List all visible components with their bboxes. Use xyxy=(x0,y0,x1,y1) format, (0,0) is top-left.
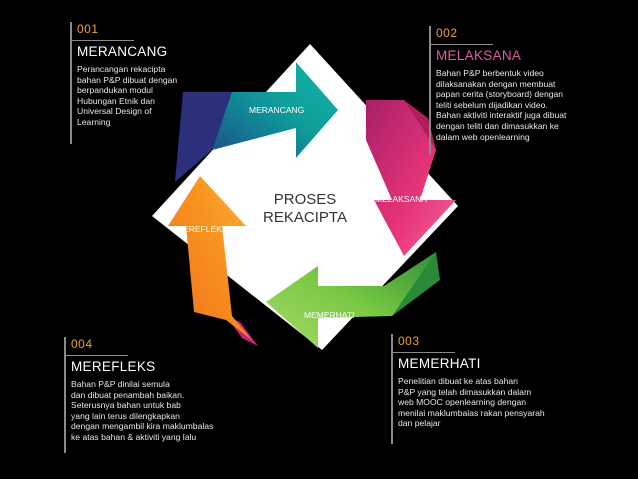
panel-line: Bahan P&P dinilai semula xyxy=(71,379,170,389)
panel-line: teliti sebelum dijadikan video. xyxy=(436,99,548,110)
panel-line: dengan teliti dan dimasukkan ke xyxy=(436,120,559,131)
panel-line: Seterusnya bahan untuk bab xyxy=(71,400,181,411)
panel-line: Universal Design of xyxy=(77,106,152,117)
panel-title: MEREFLEKS xyxy=(71,359,156,374)
panel-divider-vertical xyxy=(64,337,66,453)
panel-line: papan cerita (storyboard) dengan xyxy=(436,89,564,100)
panel-line: Bahan P&P berbentuk video xyxy=(436,68,544,78)
panel-divider-vertical xyxy=(391,334,393,444)
panel-line: dan pelajar xyxy=(398,418,441,429)
panel-body: Bahan P&P berbentuk video dilaksanakan d… xyxy=(436,68,566,142)
panel-line: dengan mengambil kira maklumbalas xyxy=(71,421,214,432)
panel-003: 003 MEMERHATI Penelitian dibuat ke atas … xyxy=(391,334,621,446)
panel-line: Bahan aktiviti interaktif juga dibuat xyxy=(436,110,567,121)
panel-001: 001 MERANCANG Perancangan rekacipta baha… xyxy=(70,22,210,147)
panel-number: 004 xyxy=(71,337,93,351)
panel-body: Perancangan rekacipta bahan P&P dibuat d… xyxy=(77,64,177,128)
panel-divider-horizontal xyxy=(393,352,455,353)
panel-divider-horizontal xyxy=(66,355,128,356)
panel-divider-horizontal xyxy=(72,40,134,41)
panel-title: MELAKSANA xyxy=(436,48,522,63)
panel-line: Hubungan Etnik dan xyxy=(77,95,155,106)
panel-title: MERANCANG xyxy=(77,44,168,59)
center-title-line1: PROSES xyxy=(274,191,337,208)
panel-line: bahan P&P dibuat dengan xyxy=(77,74,178,85)
arrow-memerhati xyxy=(266,252,436,348)
panel-number: 001 xyxy=(77,22,99,36)
arrow-label-merefleks: MEREFLEKS xyxy=(176,224,228,234)
panel-line: Perancangan rekacipta xyxy=(77,64,166,74)
panel-line: Penelitian dibuat ke atas bahan xyxy=(398,376,518,386)
panel-body: Penelitian dibuat ke atas bahan P&P yang… xyxy=(398,376,545,429)
arrow-melaksana xyxy=(366,100,456,256)
arrow-merefleks xyxy=(168,176,252,340)
panel-line: dilaksanakan dengan membuat xyxy=(436,78,556,89)
panel-number: 003 xyxy=(398,334,420,348)
panel-title: MEMERHATI xyxy=(398,356,481,371)
panel-line: ke atas bahan & aktiviti yang lalu xyxy=(71,431,197,442)
panel-divider-vertical xyxy=(429,26,431,154)
panel-line: P&P yang telah dimasukkan dalam xyxy=(398,386,532,397)
panel-line: berpandukan modul xyxy=(77,85,153,96)
arrow-merancang xyxy=(212,62,338,158)
arrow-label-merancang: MERANCANG xyxy=(249,105,304,115)
arrow-label-memerhati: MEMERHATI xyxy=(304,310,354,320)
panel-line: web MOOC openlearning dengan xyxy=(398,397,527,408)
panel-number: 002 xyxy=(436,26,458,40)
panel-line: menilai maklumbalas rakan pensyarah xyxy=(398,407,545,418)
panel-004: 004 MEREFLEKS Bahan P&P dinilai semula d… xyxy=(64,337,264,455)
panel-002: 002 MELAKSANA Bahan P&P berbentuk video … xyxy=(429,26,634,156)
center-title-line2: REKACIPTA xyxy=(263,209,347,226)
center-diamond xyxy=(152,44,458,350)
panel-divider-horizontal xyxy=(431,44,493,45)
arrow-label-melaksana: MELAKSANA xyxy=(375,194,427,204)
panel-divider-vertical xyxy=(70,22,72,144)
panel-line: yang lain terus dilengkapkan xyxy=(71,410,180,421)
panel-line: dalam web openlearning xyxy=(436,131,530,142)
panel-body: Bahan P&P dinilai semula dan dibuat pena… xyxy=(71,379,213,443)
panel-line: dan dibuat penambah baikan. xyxy=(71,389,185,400)
top-ribbon-fold xyxy=(175,92,232,182)
panel-line: Learning xyxy=(77,116,111,127)
